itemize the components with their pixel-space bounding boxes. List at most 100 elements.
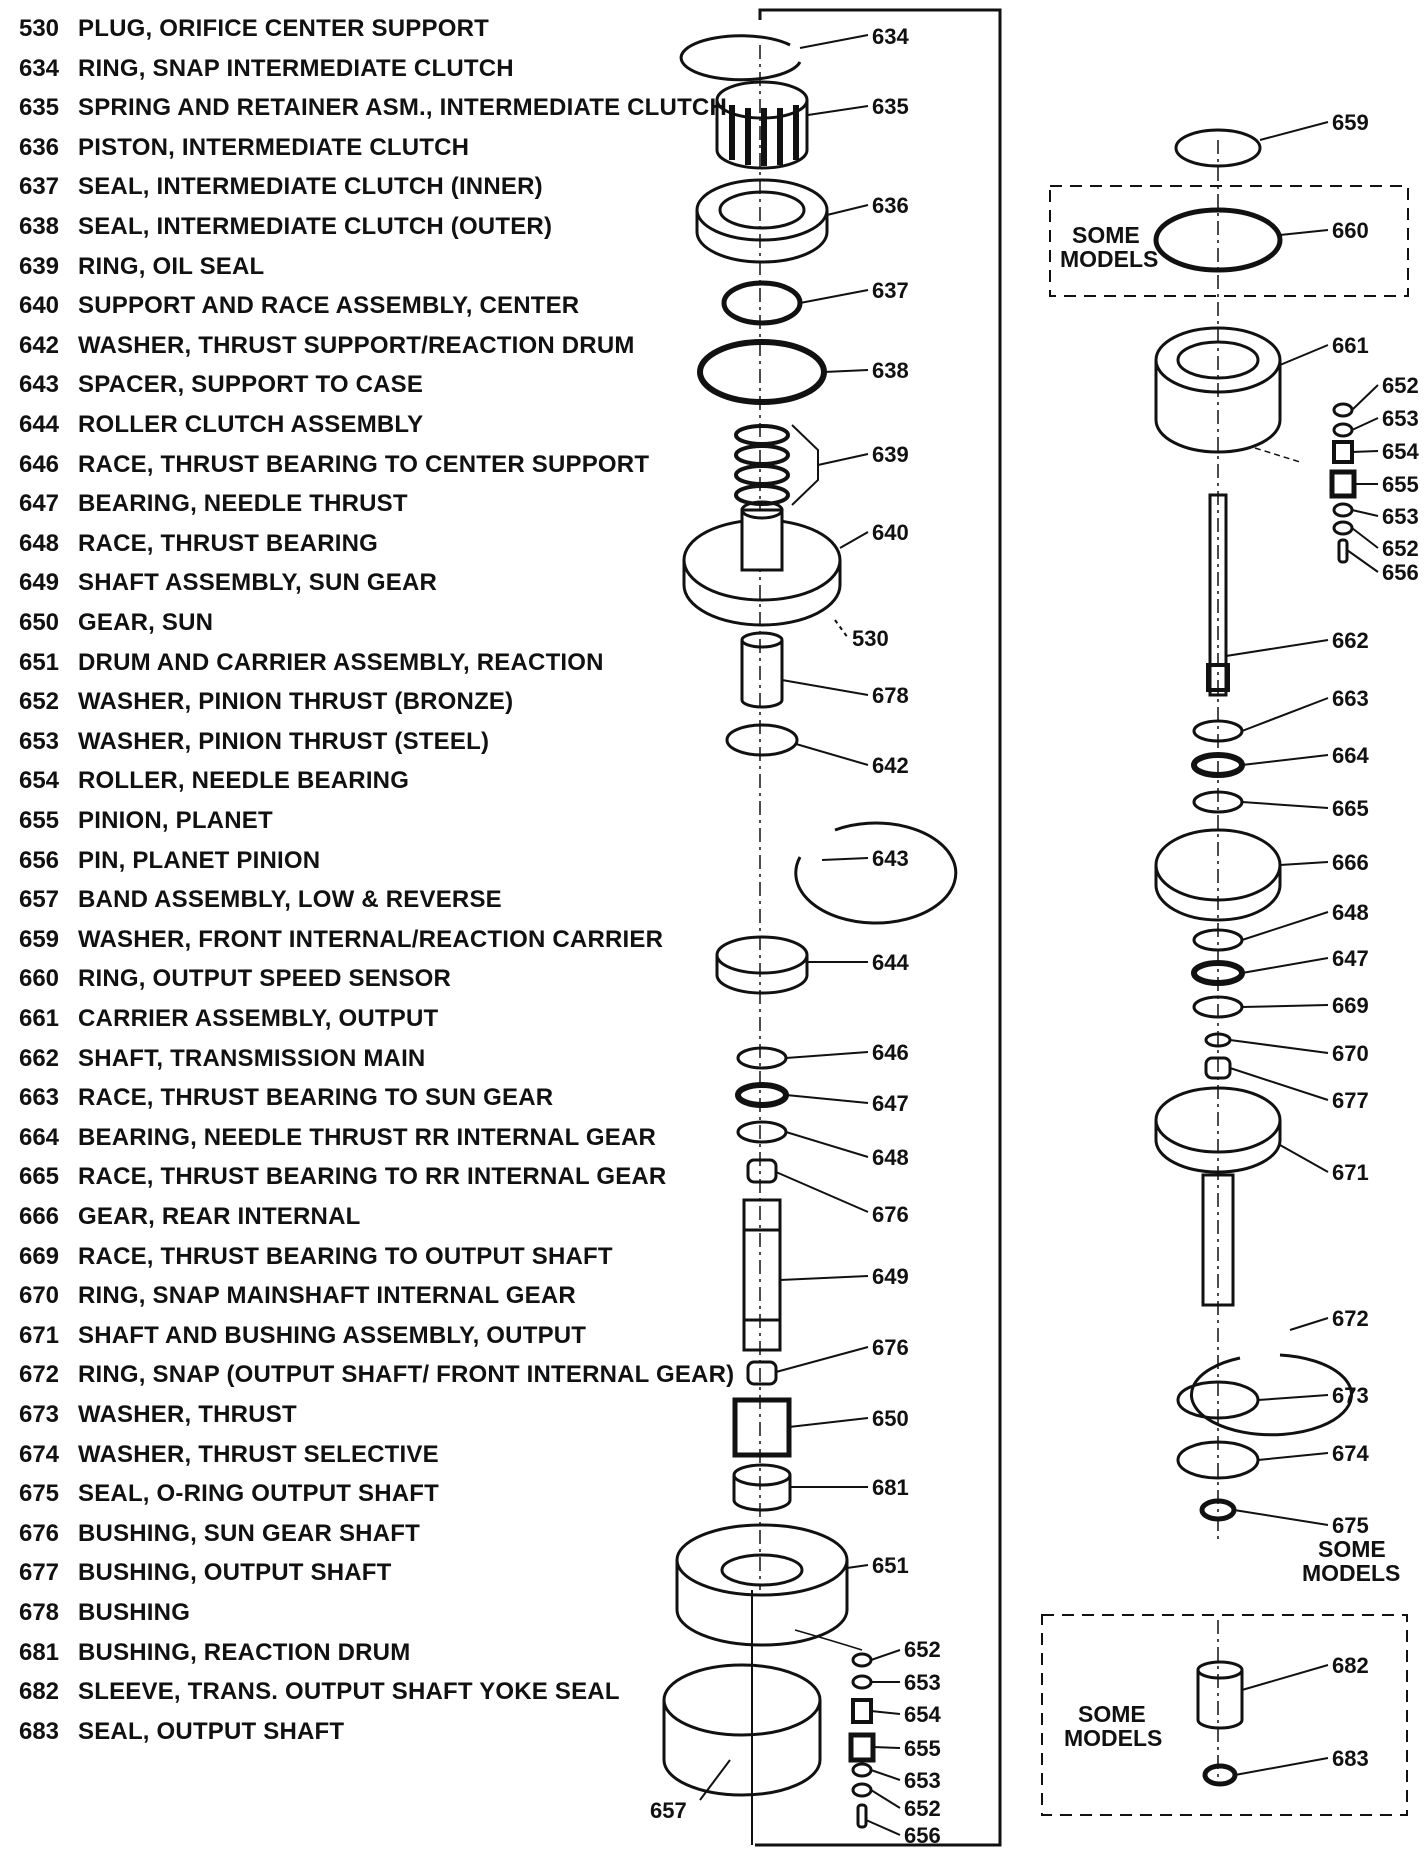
leader-652-dash	[794, 1629, 863, 1651]
legend-part-number: 648	[18, 529, 60, 557]
callout-530: 530	[852, 626, 889, 651]
callout-650: 650	[872, 1406, 909, 1431]
legend-part-number: 673	[18, 1401, 60, 1428]
legend-part-number: 682	[18, 1678, 60, 1706]
seal-outer-638	[697, 339, 827, 405]
legend-part-description: CARRIER ASSEMBLY, OUTPUT	[78, 1005, 439, 1032]
callout-638: 638	[872, 358, 909, 383]
legend-part-description: PLUG, ORIFICE CENTER SUPPORT	[78, 15, 489, 42]
legend-part-number: 655	[18, 807, 60, 834]
legend-part-number: 638	[18, 213, 60, 240]
legend-part-description: ROLLER CLUTCH ASSEMBLY	[78, 411, 424, 438]
note-660-some: SOME	[1072, 222, 1140, 248]
bearing-647	[735, 1082, 789, 1108]
legend-row-664: 664 BEARING, NEEDLE THRUST RR INTERNAL GE…	[0, 1119, 656, 1157]
callout-677: 677	[1332, 1088, 1369, 1113]
legend-part-description: RING, SNAP MAINSHAFT INTERNAL GEAR	[78, 1282, 576, 1310]
legend-part-description: WASHER, PINION THRUST (STEEL)	[78, 727, 490, 755]
legend-part-number: 665	[18, 1163, 60, 1191]
legend-part-description: WASHER, FRONT INTERNAL/REACTION CARRIER	[78, 925, 664, 953]
callout-663: 663	[1332, 686, 1369, 711]
legend-part-description: PINION, PLANET	[78, 807, 273, 834]
callout-666: 666	[1332, 850, 1369, 875]
piston-636	[695, 178, 829, 264]
callout-664: 664	[1332, 743, 1369, 768]
main-shaft-662	[1206, 493, 1230, 697]
some-models-notes: SOME MODELS SOME MODELS SOME MODELS	[1060, 222, 1400, 1751]
legend-part-description: RACE, THRUST BEARING TO CENTER SUPPORT	[78, 450, 650, 478]
legend-part-number: 639	[18, 252, 60, 280]
speed-sensor-ring-660	[1153, 207, 1283, 273]
legend-part-description: BEARING, NEEDLE THRUST RR INTERNAL GEAR	[78, 1123, 657, 1151]
legend-row-655: 655 PINION, PLANET	[0, 802, 273, 840]
legend-part-number: 653	[18, 727, 60, 755]
legend-part-number: 683	[18, 1717, 60, 1745]
legend-part-description: GEAR, SUN	[78, 609, 214, 636]
legend-part-number: 651	[18, 648, 60, 676]
legend-part-number: 675	[18, 1480, 60, 1508]
callout-660: 660	[1332, 218, 1369, 243]
legend-part-number: 656	[18, 846, 60, 874]
callout-661: 661	[1332, 333, 1369, 358]
legend-part-description: SLEEVE, TRANS. OUTPUT SHAFT YOKE SEAL	[78, 1678, 620, 1706]
callout-635: 635	[872, 94, 909, 119]
bearing-647-right	[1191, 960, 1245, 986]
callout-636: 636	[872, 193, 909, 218]
callout-653-left-bottom: 653	[904, 1768, 941, 1793]
legend-part-description: BUSHING, OUTPUT SHAFT	[78, 1559, 392, 1587]
callout-672: 672	[1332, 1306, 1369, 1331]
callout-653-right-top: 653	[1382, 406, 1419, 431]
callout-656-left: 656	[904, 1823, 941, 1848]
legend-part-description: RACE, THRUST BEARING TO SUN GEAR	[78, 1084, 554, 1112]
legend-part-description: WASHER, THRUST SUPPORT/REACTION DRUM	[78, 331, 635, 359]
legend-row-530: 530 PLUG, ORIFICE CENTER SUPPORT	[0, 10, 489, 48]
connector-frame-line	[755, 8, 1002, 1847]
legend-row-636: 636 PISTON, INTERMEDIATE CLUTCH	[0, 129, 469, 167]
legend-part-number: 664	[18, 1123, 60, 1151]
callout-673: 673	[1332, 1383, 1369, 1408]
seal-683	[1202, 1763, 1238, 1787]
legend-row-659: 659 WASHER, FRONT INTERNAL/REACTION CARRI…	[0, 921, 663, 959]
legend-part-number: 635	[18, 94, 60, 122]
bushing-676-lower	[746, 1360, 778, 1386]
sun-gear-shaft-649	[742, 1198, 782, 1352]
bushing-678	[740, 631, 784, 709]
legend-part-description: BEARING, NEEDLE THRUST	[78, 490, 408, 518]
legend-part-number: 674	[18, 1440, 60, 1468]
callout-675: 675	[1332, 1513, 1369, 1538]
legend-part-number: 671	[18, 1321, 60, 1349]
callout-665: 665	[1332, 796, 1369, 821]
note-682-models: MODELS	[1064, 1725, 1162, 1751]
legend-part-description: SEAL, O-RING OUTPUT SHAFT	[78, 1480, 439, 1508]
callout-683: 683	[1332, 1746, 1369, 1771]
legend-part-number: 636	[18, 133, 60, 161]
reaction-drum-651	[675, 1523, 849, 1647]
legend-part-description: RACE, THRUST BEARING TO RR INTERNAL GEAR	[78, 1163, 667, 1191]
output-shaft-671	[1154, 1086, 1282, 1307]
callout-640: 640	[872, 520, 909, 545]
legend-part-description: BUSHING, REACTION DRUM	[78, 1638, 411, 1666]
note-675-models: MODELS	[1302, 1560, 1400, 1586]
legend-part-number: 649	[18, 569, 60, 597]
snap-ring-634	[679, 34, 802, 82]
legend-part-description: PISTON, INTERMEDIATE CLUTCH	[78, 133, 470, 161]
legend-part-number: 652	[18, 688, 60, 716]
legend-part-number: 659	[18, 925, 60, 953]
output-carrier-661	[1154, 326, 1282, 454]
legend-part-number: 530	[18, 15, 60, 42]
callout-642: 642	[872, 753, 909, 778]
